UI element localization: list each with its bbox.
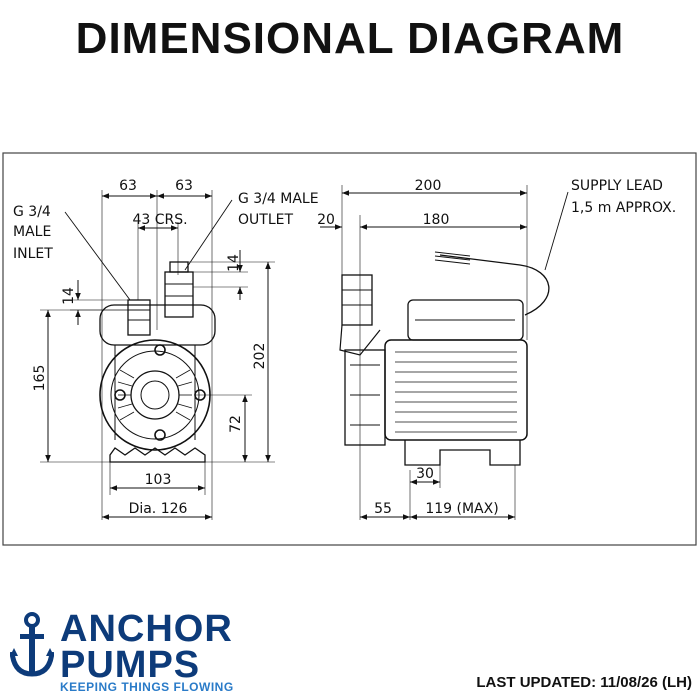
label-119-max: 119 (MAX) (425, 501, 498, 517)
page-title: DIMENSIONAL DIAGRAM (75, 14, 625, 63)
label-202: 202 (252, 343, 268, 370)
label-inlet-14: 14 (61, 287, 77, 305)
label-103: 103 (145, 472, 172, 488)
last-updated: LAST UPDATED: 11/08/26 (LH) (476, 674, 692, 691)
callout-outlet-line2: OUTLET (238, 212, 293, 228)
callout-inlet-line3: INLET (13, 246, 53, 262)
brand-logo: ANCHOR PUMPS KEEPING THINGS FLOWING (10, 606, 270, 694)
leader-outlet (184, 199, 233, 271)
callout-outlet-line1: G 3/4 MALE (238, 191, 319, 207)
callout-supply-line2: 1,5 m APPROX. (571, 200, 676, 216)
leader-inlet (64, 211, 131, 301)
label-165: 165 (32, 365, 48, 392)
side-view (320, 185, 569, 520)
label-72: 72 (228, 415, 244, 433)
supply-lead (439, 254, 550, 316)
diagram-border (2, 152, 697, 546)
label-180: 180 (423, 212, 450, 228)
leader-supply (544, 191, 569, 271)
label-63-left: 63 (119, 178, 137, 194)
label-20: 20 (317, 212, 335, 228)
label-55: 55 (374, 501, 392, 517)
label-crs: 43 CRS. (132, 212, 187, 228)
front-view (40, 190, 275, 520)
label-63-right: 63 (175, 178, 193, 194)
label-outlet-14: 14 (226, 254, 242, 272)
brand-line1: ANCHOR (60, 608, 233, 650)
label-30: 30 (416, 466, 434, 482)
label-200: 200 (415, 178, 442, 194)
brand-tagline: KEEPING THINGS FLOWING (60, 680, 234, 694)
label-dia-126: Dia. 126 (129, 501, 188, 517)
brand-line2: PUMPS (60, 644, 201, 686)
anchor-icon (10, 612, 54, 677)
callout-supply-line1: SUPPLY LEAD (571, 178, 663, 194)
callout-inlet-line2: MALE (13, 224, 51, 240)
callout-inlet-line1: G 3/4 (13, 204, 51, 220)
